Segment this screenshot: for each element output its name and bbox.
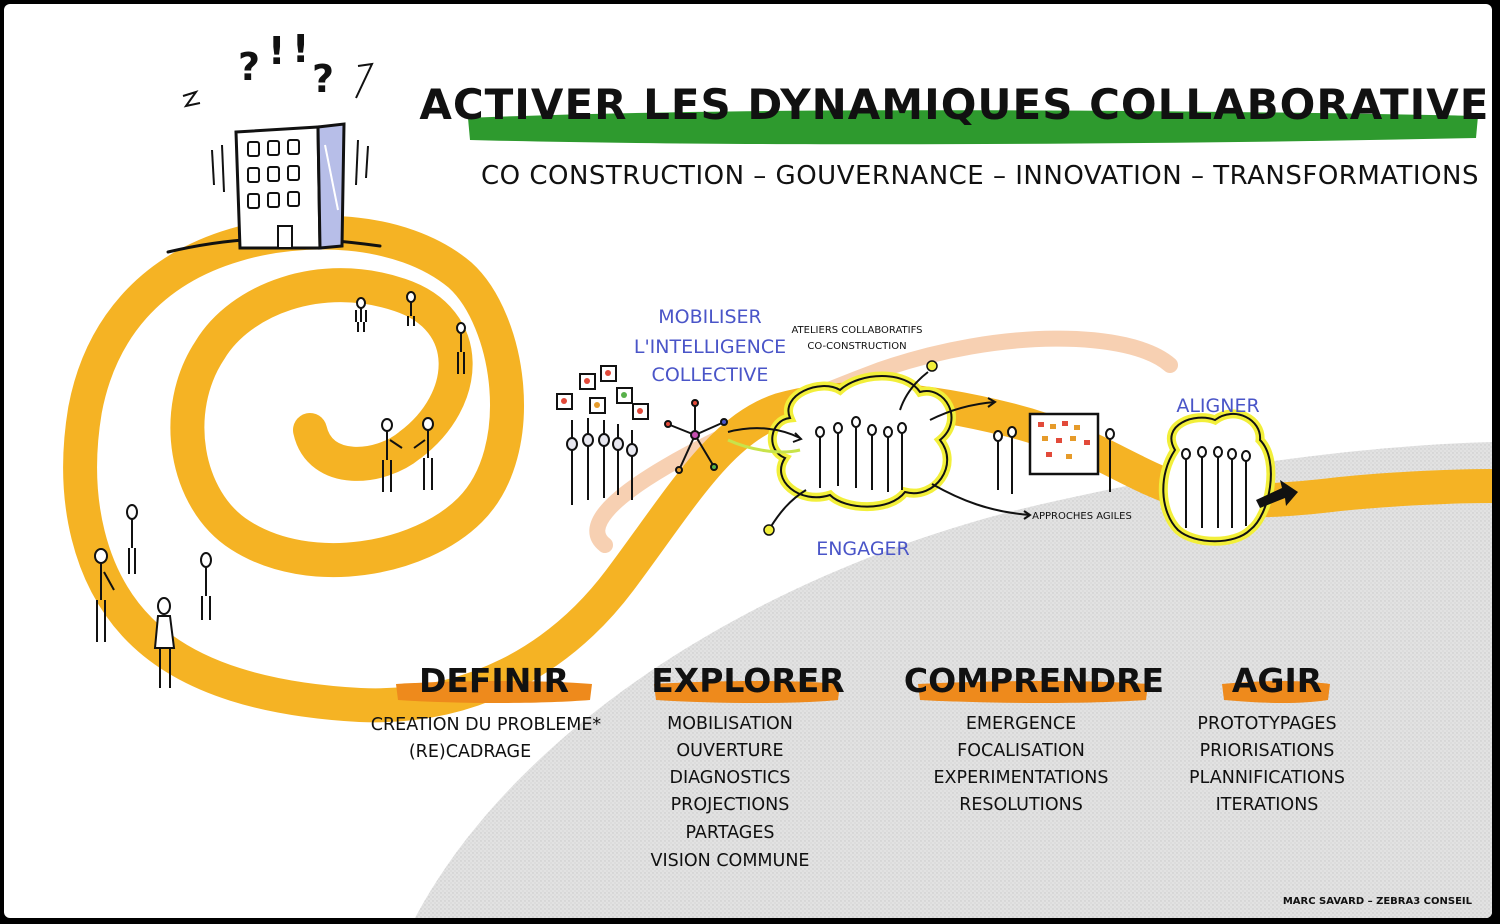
title-highlight — [468, 110, 1478, 145]
phase-item: ITERATIONS — [1216, 795, 1319, 815]
phase-item: FOCALISATION — [957, 741, 1085, 761]
person-icon — [153, 597, 176, 688]
agile-board — [993, 412, 1115, 494]
phase-title-comprendre: COMPRENDRE — [904, 661, 1164, 700]
exclamation-mark-1: ! — [268, 29, 285, 73]
person-icon — [355, 297, 367, 332]
phase-item: OUVERTURE — [676, 741, 783, 761]
ateliers-line-1: ATELIERS COLLABORATIFS — [791, 325, 922, 336]
phase-title-agir: AGIR — [1232, 661, 1322, 700]
flow-arrows — [727, 371, 1032, 529]
phase-item: VISION COMMUNE — [651, 851, 810, 871]
phase-title-definir: DEFINIR — [419, 661, 569, 700]
blue-labels: MOBILISER L'INTELLIGENCE COLLECTIVE ENGA… — [634, 306, 1260, 560]
forward-arrow-icon — [1256, 480, 1298, 508]
ateliers-line-2: CO-CONSTRUCTION — [807, 341, 906, 352]
spiral-path — [63, 215, 1492, 723]
subtitle: CO CONSTRUCTION – GOUVERNANCE – INNOVATI… — [481, 161, 1479, 191]
phase-item: MOBILISATION — [667, 714, 793, 734]
phase-item: PARTAGES — [685, 823, 774, 843]
network-hub-icon — [664, 399, 728, 474]
engager-label: ENGAGER — [816, 538, 910, 560]
person-icon — [200, 552, 212, 620]
poster-frame: ACTIVER LES DYNAMIQUES COLLABORATIVES CO… — [4, 4, 1492, 918]
mobiliser-line-3: COLLECTIVE — [652, 364, 769, 386]
question-mark-2: ? — [312, 57, 334, 101]
phase-item: PROJECTIONS — [671, 795, 790, 815]
engager-cloud — [767, 371, 956, 512]
phase-item: PRIORISATIONS — [1200, 741, 1335, 761]
phase-item: CREATION DU PROBLEME* — [371, 715, 602, 735]
spark-icon — [763, 360, 938, 536]
phase-item: DIAGNOSTICS — [669, 768, 790, 788]
approches-label: APPROCHES AGILES — [1032, 511, 1132, 522]
exclamation-mark-2: ! — [292, 27, 309, 71]
main-title: ACTIVER LES DYNAMIQUES COLLABORATIVES — [419, 80, 1492, 129]
phase-item: PLANNIFICATIONS — [1189, 768, 1345, 788]
person-icon — [413, 417, 434, 490]
building-marks: ? ! ! ? — [238, 27, 334, 101]
ground-hill — [415, 442, 1492, 918]
phase-underlines — [396, 681, 1330, 703]
phase-item: (RE)CADRAGE — [409, 742, 531, 762]
mobiliser-line-2: L'INTELLIGENCE — [634, 336, 786, 358]
illustration: ACTIVER LES DYNAMIQUES COLLABORATIVES CO… — [63, 27, 1492, 918]
person-icon — [126, 504, 138, 574]
person-icon — [381, 418, 403, 492]
aligner-label: ALIGNER — [1176, 395, 1259, 417]
phase-item: RESOLUTIONS — [959, 795, 1083, 815]
spiral-figures — [94, 291, 466, 688]
phase-item: EXPERIMENTATIONS — [934, 768, 1109, 788]
phase-item: EMERGENCE — [966, 714, 1076, 734]
person-icon — [94, 548, 115, 642]
crowd-with-signs — [556, 365, 649, 505]
question-mark-1: ? — [238, 45, 260, 89]
credit: MARC SAVARD – ZEBRA3 CONSEIL — [1283, 896, 1473, 907]
phase-item: PROTOTYPAGES — [1197, 714, 1336, 734]
phase-title-explorer: EXPLORER — [651, 661, 844, 700]
building — [182, 62, 374, 250]
person-icon — [406, 291, 416, 326]
aligner-group — [1158, 409, 1276, 546]
mobiliser-line-1: MOBILISER — [658, 306, 761, 328]
person-icon — [456, 322, 466, 374]
